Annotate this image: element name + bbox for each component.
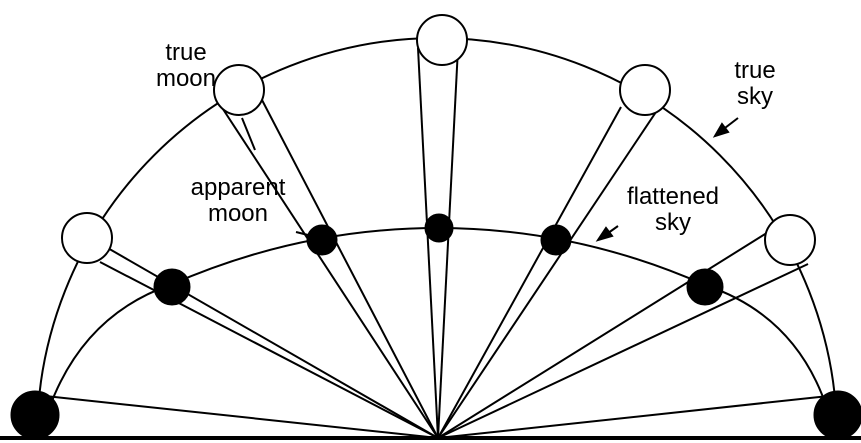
apparent-moon-horizon-left xyxy=(11,391,59,439)
true-moon-left-low xyxy=(62,213,112,263)
true-moon-leader xyxy=(242,118,255,150)
true-moon-label-line-1: true xyxy=(147,40,225,66)
true-moon-right-high xyxy=(620,65,670,115)
true-moon-right-low xyxy=(765,215,815,265)
true-moon-label: true moon xyxy=(147,40,225,92)
true-sky-arrow-head xyxy=(715,124,728,136)
apparent-moon-label-line-1: apparent xyxy=(178,175,298,201)
flattened-sky-arc xyxy=(40,228,835,438)
flattened-sky-arrow-head xyxy=(598,228,612,240)
apparent-moon-left-low xyxy=(154,269,190,305)
flattened-sky-label-line-2: sky xyxy=(612,210,734,236)
apparent-moon-right-low xyxy=(687,269,723,305)
apparent-moon-label: apparent moon xyxy=(178,175,298,227)
true-moon-label-line-2: moon xyxy=(147,66,225,92)
flattened-sky-label-line-1: flattened xyxy=(612,184,734,210)
true-moon-top xyxy=(417,15,467,65)
true-sky-label-line-1: true xyxy=(718,58,792,84)
true-sky-label-line-2: sky xyxy=(718,84,792,110)
true-sky-label: true sky xyxy=(718,58,792,110)
apparent-moon-left-high xyxy=(307,225,337,255)
apparent-moon-label-line-2: moon xyxy=(178,201,298,227)
apparent-moon-horizon-right xyxy=(814,391,861,439)
apparent-moon-top xyxy=(425,214,453,242)
apparent-moon-right-high xyxy=(541,225,571,255)
flattened-sky-label: flattened sky xyxy=(612,184,734,236)
